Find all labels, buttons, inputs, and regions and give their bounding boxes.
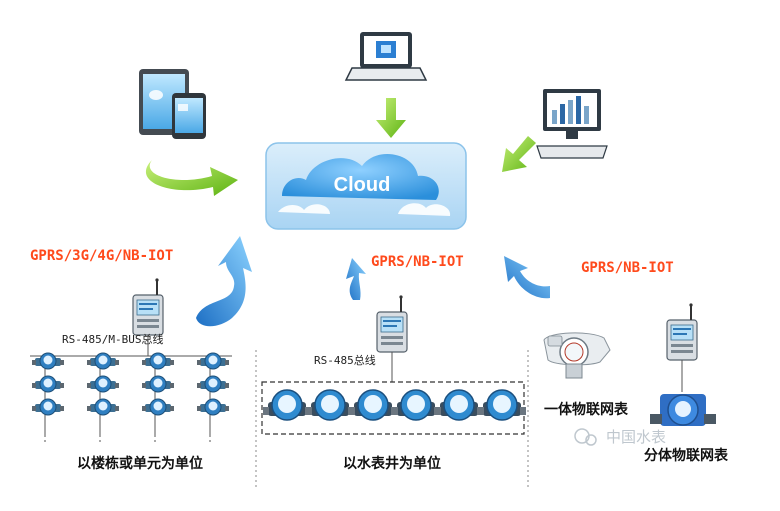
caption-building: 以楼栋或单元为单位: [77, 455, 203, 472]
arrow-from-monitor: [502, 136, 536, 172]
monitor-chart-icon: [536, 89, 608, 159]
water-meter-icon: [31, 352, 230, 416]
building-meter-grid: [30, 335, 232, 442]
arrow-middle-uplink: [346, 258, 366, 300]
bus-label-left: RS-485/M-BUS总线: [62, 332, 163, 346]
arrow-left-uplink: [196, 236, 252, 327]
bus-label-middle: RS-485总线: [314, 353, 376, 367]
tablet-phone-icon: [139, 69, 206, 139]
caption-integrated: 一体物联网表: [544, 401, 629, 418]
link-label-right: GPRS/NB-IOT: [581, 260, 674, 276]
caption-split: 分体物联网表: [644, 447, 729, 464]
concentrator-icon: [376, 294, 408, 353]
arrow-right-uplink: [504, 256, 550, 299]
water-meter-icon: [262, 389, 527, 421]
watermark: 中国水表: [574, 428, 666, 446]
caption-well: 以水表井为单位: [343, 455, 441, 472]
water-meter-icon: [650, 394, 716, 426]
link-label-left: GPRS/3G/4G/NB-IOT: [30, 248, 173, 264]
link-label-middle: GPRS/NB-IOT: [371, 254, 464, 270]
cloud-icon: Cloud: [265, 142, 467, 230]
cloud-label: Cloud: [334, 174, 391, 196]
watermark-text: 中国水表: [606, 428, 666, 446]
concentrator-icon: [666, 302, 698, 361]
arrow-from-laptop: [376, 98, 406, 138]
integrated-meter-icon: [543, 332, 611, 379]
laptop-icon: [344, 32, 428, 81]
arrow-from-tablet: [145, 160, 238, 196]
concentrator-icon: [132, 277, 164, 336]
